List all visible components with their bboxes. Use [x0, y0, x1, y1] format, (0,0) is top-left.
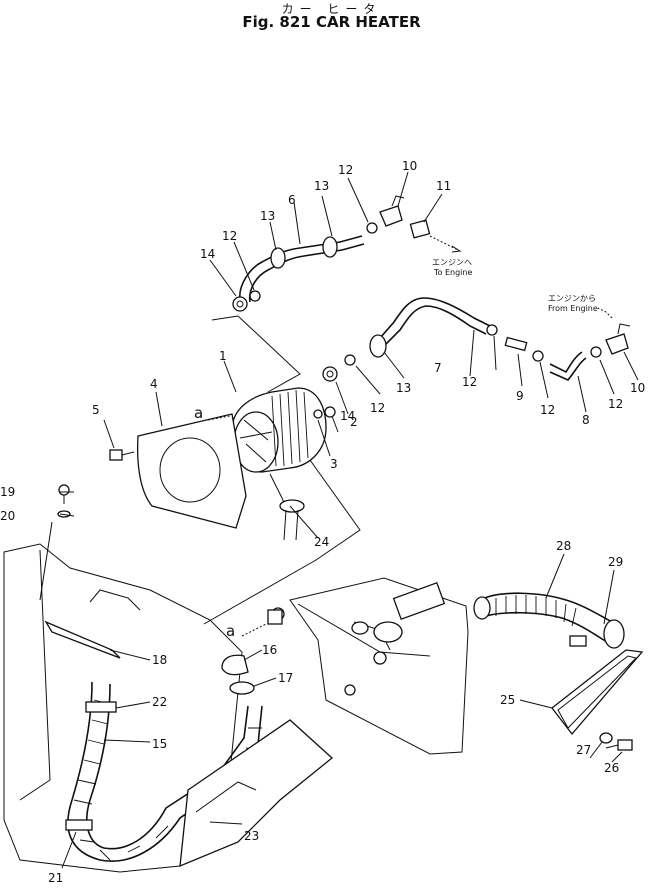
callout-17: 17 — [278, 671, 294, 685]
callout-23: 23 — [244, 829, 260, 843]
clamp-21 — [65, 819, 93, 831]
hose-clamp-12-lower-a — [344, 354, 356, 366]
switch-24 — [269, 473, 305, 541]
callout-16: 16 — [262, 643, 278, 657]
cover-4 — [136, 413, 247, 529]
callout-11: 11 — [436, 179, 452, 193]
callout-8: 8 — [582, 413, 590, 427]
upper-hose-6 — [239, 235, 365, 303]
nut-2 — [324, 406, 336, 418]
callout-5: 5 — [92, 403, 100, 417]
valve-10-upper — [379, 195, 405, 227]
callout-29: 29 — [608, 555, 624, 569]
callout-27: 27 — [576, 743, 592, 757]
callout-21: 21 — [48, 871, 64, 885]
leader-lines — [59, 171, 639, 869]
callout-3: 3 — [330, 457, 338, 471]
elbow-29 — [569, 619, 625, 649]
fitting-a-lower — [267, 609, 283, 625]
duct-hose-28 — [473, 592, 617, 645]
clamp-17 — [229, 681, 255, 695]
callout-12-mid: 12 — [370, 401, 386, 415]
duct-23 — [179, 719, 333, 868]
callout-12-right-a: 12 — [462, 375, 478, 389]
washer-14-lower — [322, 366, 338, 382]
callout-7: 7 — [434, 361, 442, 375]
bolt-5 — [109, 449, 135, 461]
washer-3 — [313, 409, 323, 419]
callout-10-lower: 10 — [630, 381, 646, 395]
callout-12-right-b: 12 — [540, 403, 556, 417]
valve-10-lower — [605, 323, 631, 355]
callout-1: 1 — [219, 349, 227, 363]
to-engine-note-jp: エンジンへ — [432, 258, 472, 267]
hose-8 — [549, 351, 587, 381]
callout-9: 9 — [516, 389, 524, 403]
callout-14-upper: 14 — [200, 247, 216, 261]
callout-12-upper-right: 12 — [338, 163, 354, 177]
hose-clamp-12-upper-left — [249, 290, 261, 302]
hose-clamp-12-upper-right — [366, 222, 378, 234]
hose-7 — [379, 297, 491, 347]
from-engine-note-jp: エンジンから — [548, 294, 596, 303]
callout-18: 18 — [152, 653, 168, 667]
callout-15: 15 — [152, 737, 168, 751]
callout-28: 28 — [556, 539, 572, 553]
callout-12-upper-left: 12 — [222, 229, 238, 243]
frame-right — [271, 577, 469, 755]
screw-19 — [58, 484, 70, 504]
callout-22: 22 — [152, 695, 168, 709]
hose-clamp-12-lower-d — [590, 346, 602, 358]
callout-13-lower: 13 — [396, 381, 412, 395]
callout-19: 19 — [0, 485, 16, 499]
heater-unit-1 — [231, 387, 327, 473]
ref-mark-a-lower: a — [226, 622, 236, 640]
nipple-9 — [504, 336, 528, 352]
to-engine-note: To Engine — [434, 268, 473, 277]
callout-14-lower: 14 — [340, 409, 356, 423]
bracket-18 — [44, 620, 121, 659]
duct-hose-15 — [67, 681, 263, 862]
callout-10-upper: 10 — [402, 159, 418, 173]
figure-title: Fig. 821 CAR HEATER — [242, 13, 421, 31]
callout-13-upper-right: 13 — [314, 179, 330, 193]
grille-25 — [551, 649, 644, 736]
bolt-26 — [605, 739, 633, 751]
connector-11 — [409, 219, 431, 239]
washer-14-upper — [232, 296, 248, 312]
washer-20 — [57, 510, 71, 518]
callout-4: 4 — [150, 377, 158, 391]
ref-mark-a-upper: a — [194, 404, 204, 422]
clamp-22 — [85, 701, 117, 713]
callout-26: 26 — [604, 761, 620, 775]
callout-20: 20 — [0, 509, 16, 523]
callout-13-upper-left: 13 — [260, 209, 276, 223]
figure-title-jp: カー ヒータ — [281, 2, 382, 16]
callout-2: 2 — [350, 415, 358, 429]
clamp-13-lower — [369, 334, 387, 358]
clamp-13-upper-a — [270, 247, 286, 269]
callout-12-right-c: 12 — [608, 397, 624, 411]
clamp-13-upper-b — [322, 236, 338, 258]
washer-27 — [599, 732, 613, 744]
joint-16 — [221, 654, 249, 676]
hose-clamp-12-lower-b — [486, 324, 498, 336]
from-engine-note: From Engine — [548, 304, 598, 313]
callout-24: 24 — [314, 535, 330, 549]
callout-25: 25 — [500, 693, 516, 707]
duct-hose-28-hatching — [495, 595, 577, 627]
hose-clamp-12-lower-c — [532, 350, 544, 362]
callout-6: 6 — [288, 193, 296, 207]
